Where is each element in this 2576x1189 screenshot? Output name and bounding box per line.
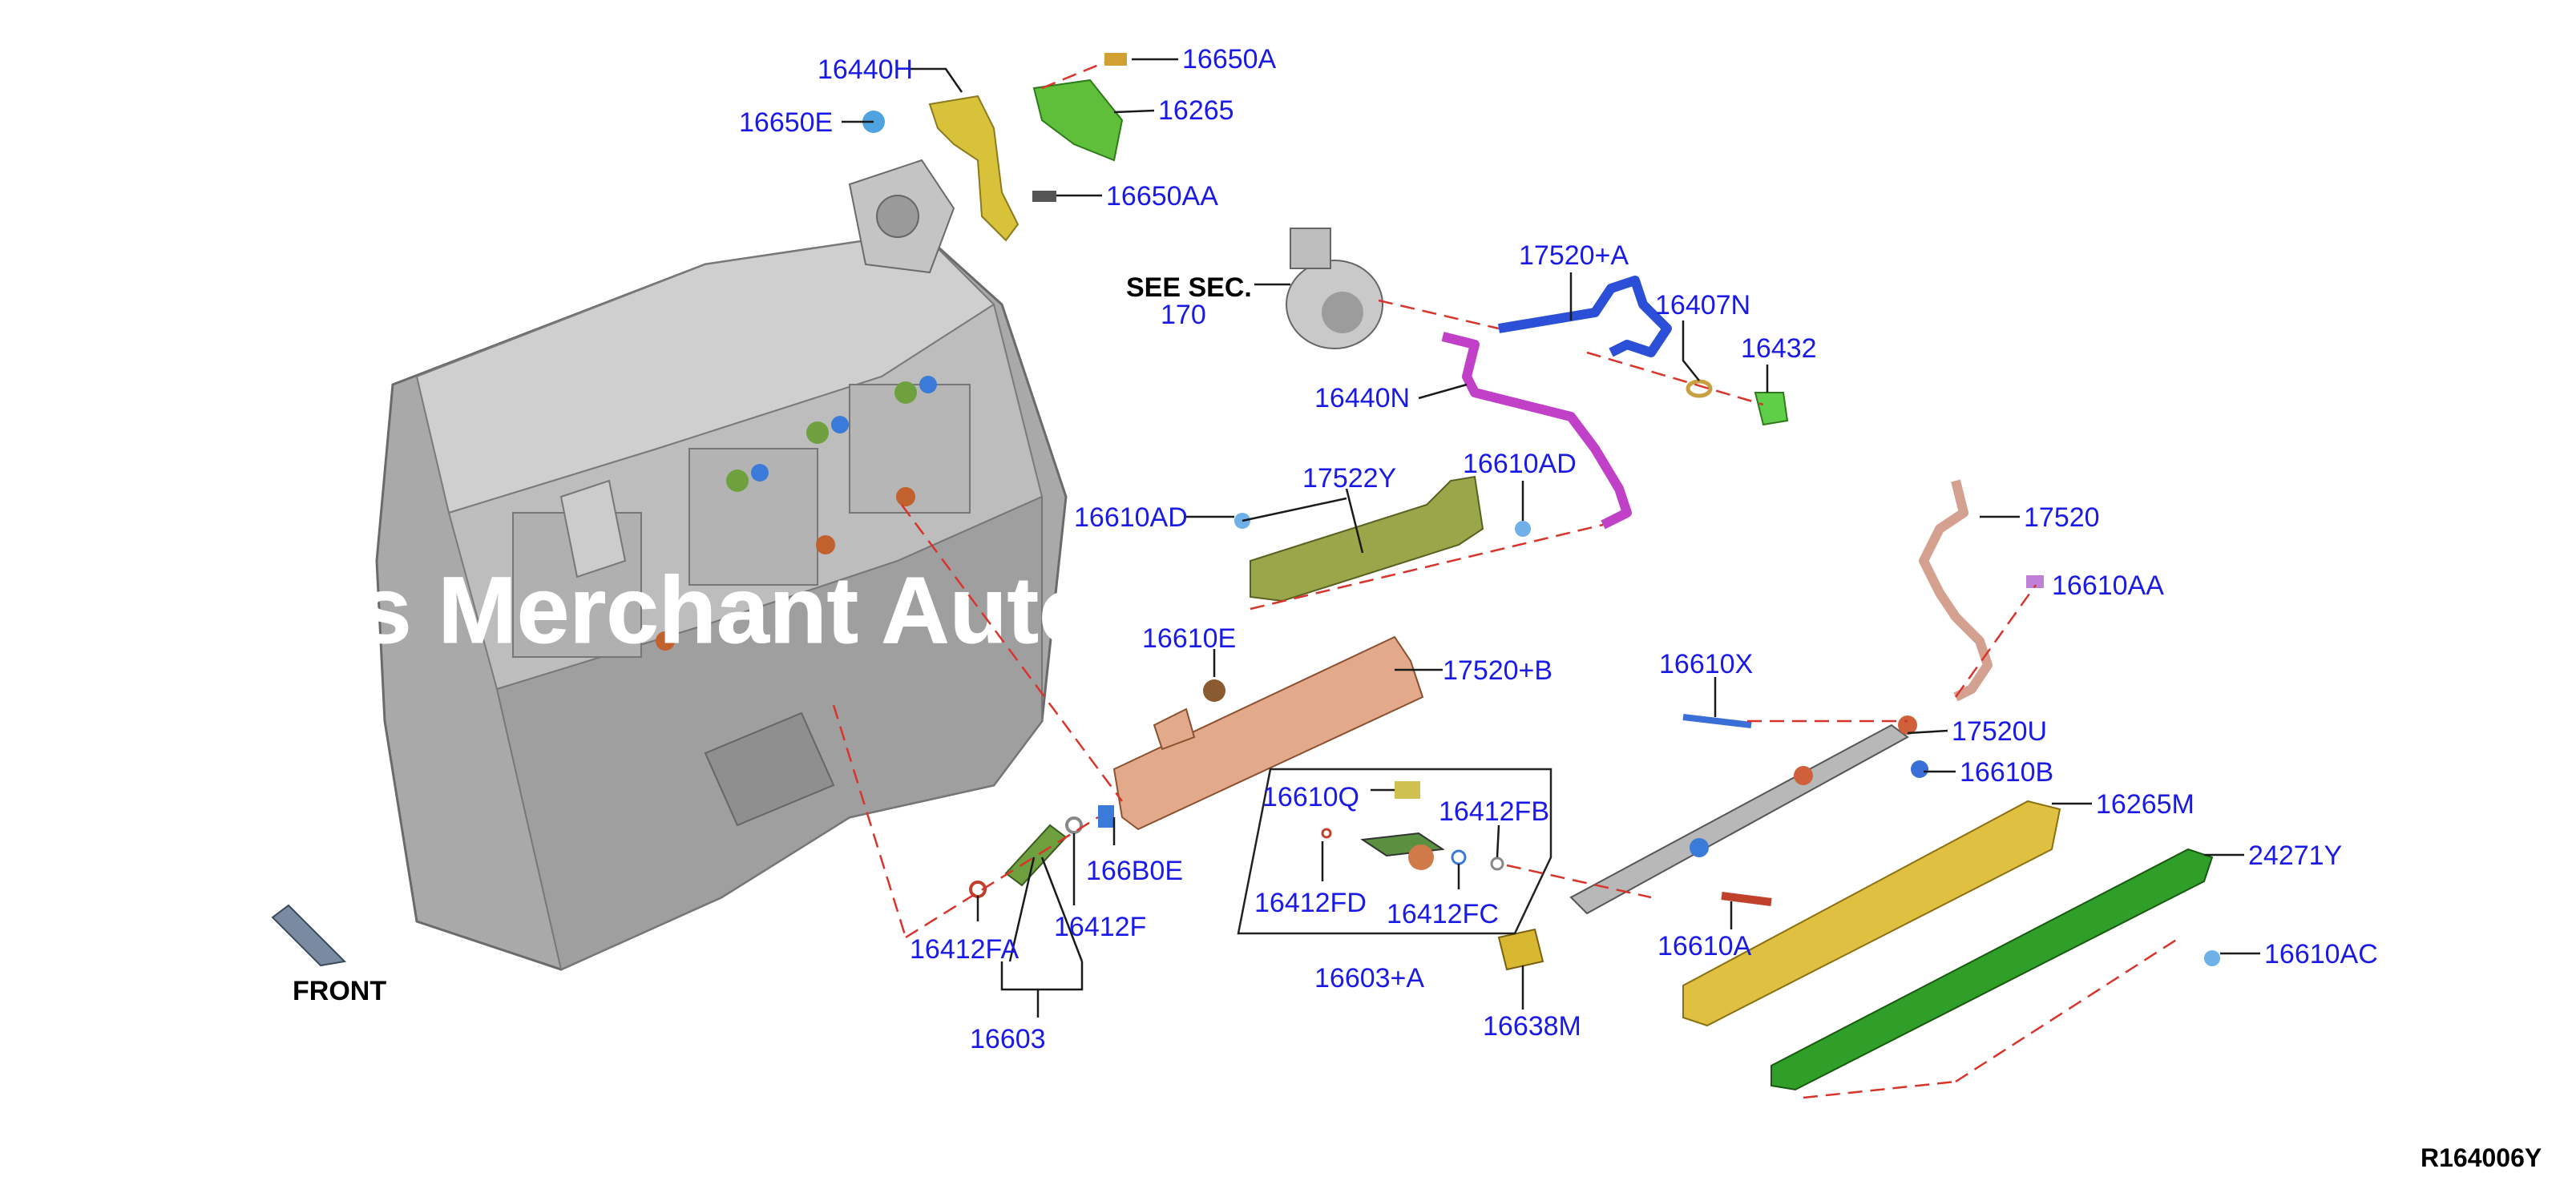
bolt-16610AA-icon xyxy=(2026,575,2044,588)
bolt-16610AD-right-icon xyxy=(1515,521,1531,537)
label-16603: 16603 xyxy=(970,1024,1046,1054)
fuel-rail-17520U xyxy=(1569,723,1909,915)
oring-16407N xyxy=(1686,379,1713,398)
label-24271Y: 24271Y xyxy=(2248,840,2342,871)
bracket-17522Y xyxy=(1250,475,1484,603)
label-16610AD-left: 16610AD xyxy=(1074,502,1188,533)
label-16638M: 16638M xyxy=(1483,1011,1581,1042)
label-17520U: 17520U xyxy=(1952,716,2047,747)
bolt-16650AA-icon xyxy=(1032,191,1056,202)
label-166B0E: 166B0E xyxy=(1086,856,1183,886)
label-16610AC: 16610AC xyxy=(2264,939,2378,969)
label-16650A: 16650A xyxy=(1182,44,1277,75)
hose-16440N xyxy=(1441,332,1632,530)
label-16610X: 16610X xyxy=(1659,649,1753,679)
hose-17520A xyxy=(1498,276,1672,357)
guide-lines xyxy=(832,61,2181,1099)
fuel-rail-17520B xyxy=(1112,635,1424,831)
see-sec-label: SEE SEC. xyxy=(1126,272,1252,303)
label-16440H: 16440H xyxy=(818,54,913,85)
kit-box-16603A xyxy=(1237,768,1552,935)
label-16610Q: 16610Q xyxy=(1262,782,1359,812)
label-16610AA: 16610AA xyxy=(2052,570,2164,601)
ref-code: R164006Y xyxy=(2421,1143,2542,1172)
label-16650AA: 16650AA xyxy=(1106,181,1218,212)
label-16412FB: 16412FB xyxy=(1439,796,1549,827)
bracket-16440H xyxy=(928,95,1019,242)
label-16412FD: 16412FD xyxy=(1254,888,1367,918)
label-16603A: 16603+A xyxy=(1314,963,1424,994)
pump-see-sec xyxy=(1286,228,1383,349)
label-17520B: 17520+B xyxy=(1443,655,1552,686)
kit-injector-icon xyxy=(1360,781,1445,870)
see-sec-number: 170 xyxy=(1161,300,1206,330)
bolt-16610A-icon xyxy=(1721,892,1772,906)
bolt-16610X-icon xyxy=(1682,714,1752,728)
label-16610AD-right: 16610AD xyxy=(1463,449,1577,479)
pipe-17520 xyxy=(1919,479,1993,702)
cover-16265M xyxy=(1682,800,2061,1027)
label-17522Y: 17522Y xyxy=(1302,463,1396,494)
front-arrow-icon xyxy=(271,904,347,967)
gasket-24271Y xyxy=(1770,848,2214,1091)
label-16610B: 16610B xyxy=(1960,757,2053,788)
label-16265M: 16265M xyxy=(2096,789,2194,820)
bolt-16610B-icon xyxy=(1911,760,1928,778)
label-17520: 17520 xyxy=(2024,502,2100,533)
label-16412FC: 16412FC xyxy=(1387,899,1499,929)
label-16407N: 16407N xyxy=(1655,290,1750,320)
label-16412F: 16412F xyxy=(1054,912,1146,942)
label-16650E: 16650E xyxy=(739,107,833,138)
bolt-16610AC-icon xyxy=(2204,950,2220,966)
cover-16265 xyxy=(1032,79,1124,162)
front-label: FRONT xyxy=(293,976,386,1006)
label-16440N: 16440N xyxy=(1314,383,1410,413)
watermark-text: s Merchant Autopartes xyxy=(359,558,1380,663)
label-16265: 16265 xyxy=(1158,95,1234,126)
label-16610A: 16610A xyxy=(1657,931,1752,961)
label-16610E: 16610E xyxy=(1142,623,1236,654)
sensor-16638M-icon xyxy=(1497,928,1544,971)
label-16432: 16432 xyxy=(1741,333,1817,364)
fitting-16432 xyxy=(1754,392,1789,426)
leader-lines xyxy=(842,58,2260,1018)
bolt-16610E-icon xyxy=(1203,679,1225,702)
label-16412FA: 16412FA xyxy=(910,934,1019,965)
engine-block xyxy=(375,159,1068,971)
bolt-16650A-icon xyxy=(1104,53,1127,66)
label-17520A: 17520+A xyxy=(1519,240,1629,271)
